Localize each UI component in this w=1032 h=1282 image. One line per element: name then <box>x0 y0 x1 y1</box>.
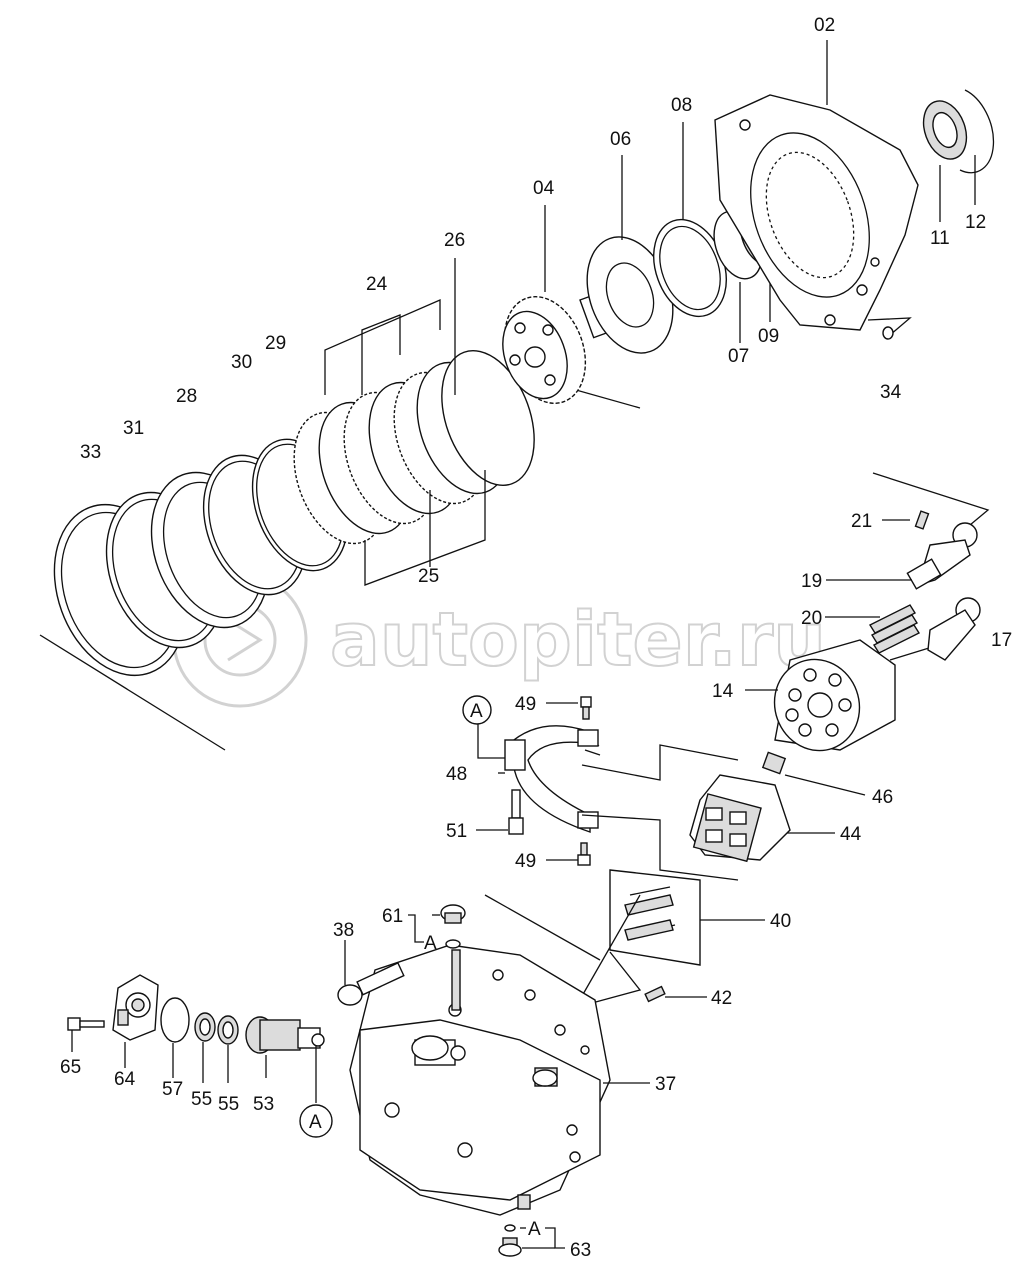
callout-marker-bottom: A <box>299 1104 333 1138</box>
part-64-cover <box>112 974 159 1041</box>
part-19-piston <box>906 522 978 590</box>
part-57-o-ring <box>160 997 190 1043</box>
part-46-bush <box>761 751 787 775</box>
part-51-bolt <box>508 789 524 835</box>
label-49-top: 49 <box>515 694 536 715</box>
callout-a-61: A <box>424 933 437 954</box>
part-37-motor-housing <box>349 944 611 1216</box>
label-38: 38 <box>333 920 354 941</box>
svg-text:A: A <box>309 1112 322 1133</box>
callout-marker-top: A <box>462 695 492 725</box>
part-38-bolt <box>337 962 405 1006</box>
label-61: 61 <box>382 906 403 927</box>
leader-40-body <box>577 894 641 1004</box>
label-34: 34 <box>880 382 902 403</box>
label-19: 19 <box>801 571 822 592</box>
label-49-bottom: 49 <box>515 851 536 872</box>
axis-line-left <box>39 634 226 751</box>
part-17-piston <box>927 597 981 661</box>
label-07: 07 <box>728 346 749 367</box>
upper-assembly <box>39 40 995 751</box>
label-51: 51 <box>446 821 467 842</box>
label-63: 63 <box>570 1240 591 1261</box>
label-42: 42 <box>711 988 732 1009</box>
leader-61 <box>408 914 424 943</box>
leader-48-a <box>477 718 505 759</box>
part-61-plug <box>440 904 466 924</box>
label-55-b: 55 <box>218 1094 239 1115</box>
part-34-o-ring <box>882 326 894 340</box>
watermark: autopiter.ru <box>172 572 827 708</box>
part-63-plug <box>498 1237 522 1257</box>
label-46: 46 <box>872 787 893 808</box>
label-30: 30 <box>231 352 252 373</box>
part-12-snap-ring <box>959 89 995 174</box>
label-33: 33 <box>80 442 101 463</box>
label-08: 08 <box>671 95 692 116</box>
part-21-pin <box>914 510 930 530</box>
label-04: 04 <box>533 178 555 199</box>
o-ring-a-bottom <box>504 1224 516 1232</box>
label-53: 53 <box>253 1094 274 1115</box>
label-12: 12 <box>965 212 986 233</box>
label-21: 21 <box>851 511 872 532</box>
label-28: 28 <box>176 386 197 407</box>
part-49-bolt-top <box>580 696 592 720</box>
o-ring-a-top <box>445 939 461 949</box>
part-49-bolt-bottom <box>577 842 591 866</box>
label-24: 24 <box>366 274 388 295</box>
label-14: 14 <box>712 681 734 702</box>
label-37: 37 <box>655 1074 676 1095</box>
label-64: 64 <box>114 1069 136 1090</box>
part-44-swash-plate <box>689 774 791 863</box>
bracket-24 <box>324 299 441 395</box>
label-55-a: 55 <box>191 1089 212 1110</box>
label-25: 25 <box>418 566 439 587</box>
leader-34 <box>867 317 912 336</box>
lower-assembly <box>67 894 650 1257</box>
part-48-cradle <box>504 725 600 833</box>
part-53-relief-valve <box>245 1016 325 1054</box>
bracket-cradle-lower <box>581 814 739 881</box>
label-09: 09 <box>758 326 779 347</box>
bracket-25 <box>364 470 486 586</box>
label-31: 31 <box>123 418 144 439</box>
part-02-housing <box>714 94 919 331</box>
bracket-cradle-right <box>581 744 739 781</box>
label-57: 57 <box>162 1079 183 1100</box>
label-06: 06 <box>610 129 631 150</box>
part-labels: 02 04 06 07 08 09 11 12 14 17 19 20 21 2… <box>60 15 1012 1261</box>
bracket-19-21 <box>872 472 990 526</box>
label-11: 11 <box>930 228 950 249</box>
part-20-spring <box>868 604 921 654</box>
label-44: 44 <box>840 824 862 845</box>
label-02: 02 <box>814 15 835 36</box>
label-17: 17 <box>991 630 1012 651</box>
label-48: 48 <box>446 764 467 785</box>
leader-63 <box>545 1227 565 1249</box>
label-29: 29 <box>265 333 286 354</box>
middle-assembly <box>476 472 990 1004</box>
watermark-text: autopiter.ru <box>330 597 826 683</box>
label-26: 26 <box>444 230 465 251</box>
part-42-pin <box>644 985 666 1003</box>
label-65: 65 <box>60 1057 81 1078</box>
callout-a-63: A <box>528 1219 541 1240</box>
label-40: 40 <box>770 911 791 932</box>
part-65-bolt <box>67 1017 105 1031</box>
part-26-plate <box>441 349 535 487</box>
part-40-valve-plate <box>609 869 701 966</box>
part-14-cylinder-block <box>773 639 896 752</box>
svg-text:A: A <box>470 701 483 722</box>
label-20: 20 <box>801 608 822 629</box>
